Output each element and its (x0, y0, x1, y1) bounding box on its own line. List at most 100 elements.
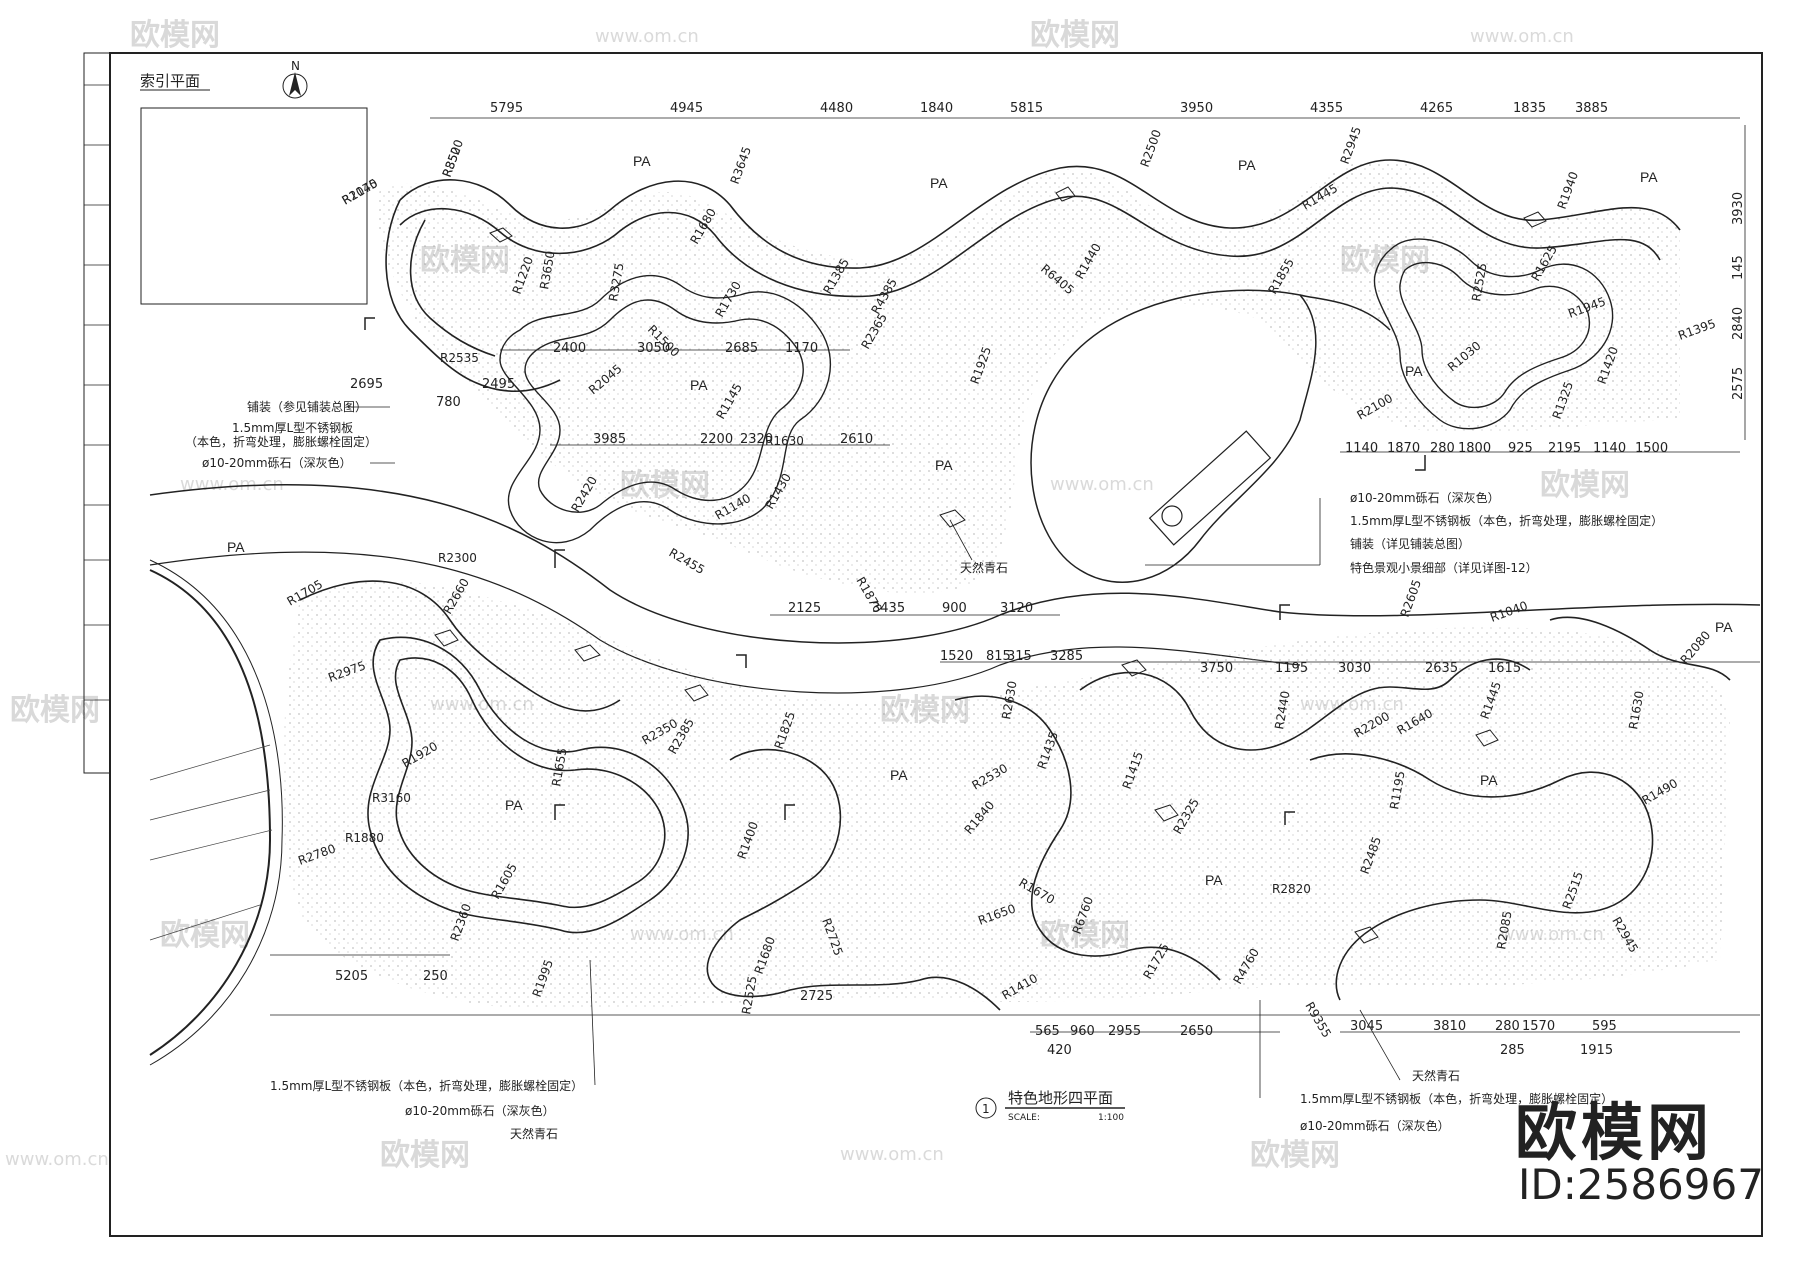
top-dimension: 4480 (820, 101, 853, 116)
feature-sculpture (1148, 430, 1272, 546)
right-block-dimension: 925 (1508, 441, 1533, 456)
top-dimension: 4355 (1310, 101, 1343, 116)
bottom-dimension: 2725 (800, 989, 833, 1004)
area-label: PA (890, 767, 908, 783)
bottom-dimension: 595 (1592, 1019, 1617, 1034)
watermark-brand: 欧模网 (1250, 1138, 1340, 1173)
radius-label: R2525 (739, 975, 760, 1016)
north-arrow-icon (282, 72, 308, 99)
callout-gravel-c: ø10-20mm砾石（深灰色） (405, 1104, 555, 1118)
watermark-url: www.om.cn (1470, 26, 1574, 47)
radius-label: R1145 (340, 176, 381, 208)
callout-steel-c: 1.5mm厚L型不锈钢板（本色，折弯处理，膨胀螺栓固定） (270, 1078, 583, 1093)
bottom-dimension: 280 (1495, 1019, 1520, 1034)
drawing-title: 1 特色地形四平面 SCALE: 1:100 (975, 1089, 1125, 1123)
radius-label: R3650 (537, 250, 558, 291)
callout-steel-a: 1.5mm厚L型不锈钢板 (232, 421, 353, 435)
callout-steel-b: 1.5mm厚L型不锈钢板（本色，折弯处理，膨胀螺栓固定） (1350, 513, 1663, 528)
radius-label: R2080 (1678, 628, 1714, 667)
title-strip-rows (84, 84, 110, 701)
right-dimension: 145 (1731, 255, 1746, 280)
plaza-edge-inner (149, 559, 283, 1066)
area-label: PA (1715, 619, 1733, 635)
lower-dimension: 3750 (1200, 661, 1233, 676)
watermark-id: ID:2586967 (1518, 1160, 1764, 1209)
right-dimension: 3930 (1731, 192, 1746, 225)
bottom-dimension: 565 (1035, 1024, 1060, 1039)
bottom-dimension: 5205 (335, 969, 368, 984)
drawing-title-text: 特色地形四平面 (1008, 1089, 1113, 1107)
callout-steel-a-note: （本色，折弯处理，膨胀螺栓固定） (185, 434, 377, 449)
radius-label: R1655 (549, 747, 570, 788)
top-dimension: 3885 (1575, 101, 1608, 116)
mid-dimension: 3985 (593, 432, 626, 447)
bottom-dimension: 3045 (1350, 1019, 1383, 1034)
callout-gravel-d: ø10-20mm砾石（深灰色） (1300, 1119, 1450, 1133)
watermark-brand: 欧模网 (380, 1138, 470, 1173)
lower-dimension: 900 (942, 601, 967, 616)
radius-label: R1195 (1387, 770, 1408, 811)
right-dimension: 2575 (1731, 367, 1746, 400)
bottom-dimension: 285 (1500, 1043, 1525, 1058)
right-block-dimension: 2195 (1548, 441, 1581, 456)
area-label: PA (633, 153, 651, 169)
watermark-url: www.om.cn (840, 1144, 944, 1165)
natural-stones (434, 186, 1547, 944)
radius-label: R3160 (372, 791, 411, 805)
watermark-url: www.om.cn (1050, 474, 1154, 495)
radius-label: R2440 (1272, 690, 1293, 731)
radius-label: R2535 (440, 351, 479, 365)
radius-label: R1630 (765, 434, 804, 448)
drawing-number: 1 (982, 1102, 990, 1116)
radius-label: R2605 (1398, 578, 1424, 619)
right-dimension: 2840 (1731, 307, 1746, 340)
index-plan-label: 索引平面 (140, 72, 200, 90)
upper-band-outline (385, 159, 1681, 393)
top-dimension: 5815 (1010, 101, 1043, 116)
radius-label: R2630 (999, 680, 1020, 721)
callout-natural-stone-d: 天然青石 (1412, 1068, 1460, 1083)
area-label: PA (1405, 363, 1423, 379)
lower-dimension: 3030 (1338, 661, 1371, 676)
north-label: N (291, 59, 300, 73)
lower-band-outline (299, 580, 1731, 1011)
watermark-brand: 欧模网 (130, 18, 220, 53)
lower-dimension: 2635 (1425, 661, 1458, 676)
upper-gravel-area (378, 160, 1681, 594)
radius-label: R3275 (606, 262, 627, 303)
watermark-brand: 欧模网 (160, 918, 250, 953)
bottom-dimension: 2650 (1180, 1024, 1213, 1039)
lower-dimension: 3120 (1000, 601, 1033, 616)
area-label: PA (690, 377, 708, 393)
bottom-dimension: 960 (1070, 1024, 1095, 1039)
top-dimension: 1840 (920, 101, 953, 116)
top-dimension: 3950 (1180, 101, 1213, 116)
bottom-dimension: 3810 (1433, 1019, 1466, 1034)
callout-steel-d: 1.5mm厚L型不锈钢板（本色，折弯处理，膨胀螺栓固定） (1300, 1091, 1613, 1106)
lower-dimension: 3285 (1050, 649, 1083, 664)
lower-dimension: 1615 (1488, 661, 1521, 676)
callout-paving-b: 铺装（详见铺装总图） (1350, 536, 1470, 551)
callout-labels: 铺装（参见铺装总图） 1.5mm厚L型不锈钢板 （本色，折弯处理，膨胀螺栓固定）… (185, 399, 1663, 1141)
radius-label: R3645 (728, 145, 754, 186)
right-block-dimension: 280 (1430, 441, 1455, 456)
callout-paving-a: 铺装（参见铺装总图） (247, 399, 367, 414)
radius-label: R1630 (1626, 690, 1647, 731)
top-dimension: 5795 (490, 101, 523, 116)
upper-inner-loops (499, 238, 1614, 544)
scale-label: SCALE: (1008, 1113, 1040, 1123)
top-dimension: 4265 (1420, 101, 1453, 116)
right-block-dimension: 1140 (1593, 441, 1626, 456)
bottom-dimension: 1915 (1580, 1043, 1613, 1058)
watermark-brand: 欧模网 (10, 693, 100, 728)
radius-label: R2820 (1272, 882, 1311, 896)
plaza-hatch (149, 744, 273, 941)
lower-gravel-area (282, 580, 1730, 1010)
lower-dimension: 3435 (872, 601, 905, 616)
area-label: PA (1480, 772, 1498, 788)
area-label: PA (935, 457, 953, 473)
lower-dimension: 315 (1007, 649, 1032, 664)
radius-label: R1395 (1676, 316, 1717, 342)
